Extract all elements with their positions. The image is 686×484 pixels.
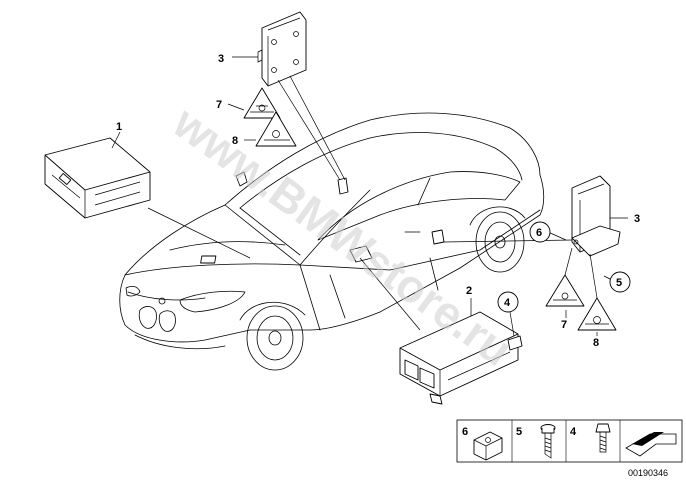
leader-6-right [547, 231, 567, 241]
car-outline [119, 112, 545, 371]
leader-2b [359, 257, 421, 331]
callout-7-upper: 7 [216, 99, 222, 111]
screw-icon [540, 424, 556, 459]
direction-arrow-icon [625, 432, 677, 457]
clip-nut-icon [473, 431, 503, 461]
svg-text:5: 5 [616, 277, 622, 289]
bolt-icon [595, 423, 611, 453]
part-2-control-unit [399, 311, 523, 405]
leader-4 [509, 311, 515, 337]
leader-3b-b [443, 239, 573, 243]
callout-2: 2 [466, 285, 472, 297]
leader-1 [111, 131, 121, 149]
part-3-right-sensor [571, 175, 621, 257]
callout-8-upper: 8 [232, 135, 238, 147]
leader-rt-a [564, 247, 573, 276]
leader-3a-c [289, 75, 346, 181]
part-3-upper-bracket [257, 11, 307, 87]
legend-number-5: 5 [516, 426, 522, 438]
callout-3-upper: 3 [218, 53, 224, 65]
svg-text:4: 4 [504, 297, 511, 309]
watermark: www.BMWstore.ru [163, 95, 522, 375]
callout-circle-4: 4 [497, 291, 519, 313]
callout-circle-6: 6 [529, 221, 551, 243]
fastener-legend: 6 5 4 [456, 419, 683, 463]
warning-label-8-right [577, 297, 617, 331]
diagram-number: 00190346 [628, 468, 668, 478]
svg-text:6: 6 [536, 227, 542, 239]
legend-number-4: 4 [570, 426, 577, 438]
leader-3a-b [277, 79, 341, 181]
callout-8-right: 8 [593, 337, 599, 349]
callout-circle-5: 5 [609, 271, 631, 293]
warning-label-7-right [545, 274, 585, 307]
leader-1b [147, 207, 251, 259]
callout-7-right: 7 [561, 319, 567, 331]
warning-label-8-upper [255, 111, 297, 147]
callout-3-right: 3 [634, 213, 640, 225]
callout-1: 1 [116, 121, 122, 133]
part-1-module [44, 137, 151, 219]
leader-7a [227, 103, 245, 111]
leader-rt-b [589, 253, 598, 299]
legend-number-6: 6 [462, 426, 468, 438]
warning-label-7-upper [243, 87, 281, 119]
